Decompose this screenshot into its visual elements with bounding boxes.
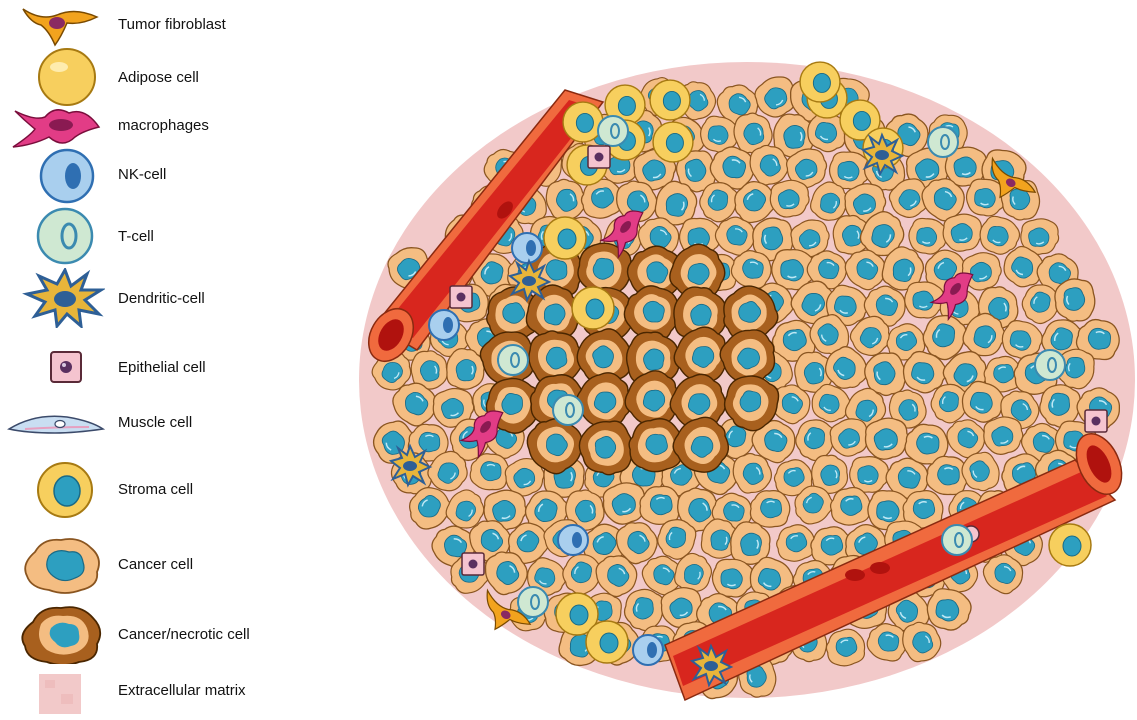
legend-item-stroma-cell: Stroma cell bbox=[0, 460, 330, 520]
epithelial-cell bbox=[462, 553, 484, 575]
nk-cell bbox=[512, 233, 542, 263]
legend-label: Adipose cell bbox=[118, 69, 199, 86]
adipose-cell bbox=[800, 62, 840, 102]
epithelial-cell bbox=[450, 286, 472, 308]
legend-label: Epithelial cell bbox=[118, 359, 206, 376]
adipose-cell bbox=[563, 102, 603, 142]
nk-cell bbox=[429, 310, 459, 340]
stroma-cell bbox=[1049, 524, 1091, 566]
legend-label: T-cell bbox=[118, 228, 154, 245]
legend-label: Cancer cell bbox=[118, 556, 193, 573]
muscle-cell-icon bbox=[5, 393, 105, 453]
legend: Tumor fibroblast Adipose cell macrophage… bbox=[0, 0, 330, 713]
stroma-cell bbox=[586, 621, 628, 663]
t-cell bbox=[598, 116, 628, 146]
t-cell bbox=[928, 127, 958, 157]
stroma-cell bbox=[572, 287, 614, 329]
legend-label: NK-cell bbox=[118, 166, 166, 183]
legend-item-nk-cell: NK-cell bbox=[0, 146, 330, 206]
legend-label: Muscle cell bbox=[118, 414, 192, 431]
legend-label: Dendritic-cell bbox=[118, 290, 205, 307]
legend-label: Extracellular matrix bbox=[118, 682, 246, 699]
legend-item-extracellular-matrix: Extracellular matrix bbox=[0, 660, 330, 720]
t-cell bbox=[498, 345, 528, 375]
stroma-cell bbox=[544, 217, 586, 259]
extracellular-matrix-icon bbox=[5, 660, 105, 720]
cancer-cell-icon bbox=[5, 534, 105, 594]
legend-item-epithelial-cell: Epithelial cell bbox=[0, 338, 330, 398]
epithelial-cell bbox=[1085, 410, 1107, 432]
legend-item-t-cell: T-cell bbox=[0, 206, 330, 266]
legend-item-muscle-cell: Muscle cell bbox=[0, 393, 330, 453]
t-cell bbox=[942, 525, 972, 555]
nk-cell bbox=[633, 635, 663, 665]
t-cell bbox=[1035, 350, 1065, 380]
dendritic-cell-icon bbox=[5, 268, 105, 328]
legend-label: Stroma cell bbox=[118, 481, 193, 498]
t-cell bbox=[553, 395, 583, 425]
nk-cell bbox=[558, 525, 588, 555]
cancer-cell bbox=[1055, 278, 1096, 321]
legend-label: Cancer/necrotic cell bbox=[118, 626, 250, 643]
legend-label: Tumor fibroblast bbox=[118, 16, 226, 33]
t-cell-icon bbox=[5, 206, 105, 266]
legend-item-cancer-cell: Cancer cell bbox=[0, 534, 330, 594]
epithelial-cell-icon bbox=[5, 338, 105, 398]
nk-cell-icon bbox=[5, 146, 105, 206]
stroma-cell-icon bbox=[5, 460, 105, 520]
t-cell bbox=[518, 587, 548, 617]
tumor-microenvironment-illustration bbox=[355, 60, 1137, 710]
legend-item-dendritic-cell: Dendritic-cell bbox=[0, 268, 330, 328]
cancer-necrotic-cell-icon bbox=[5, 604, 105, 664]
legend-item-cancer-necrotic-cell: Cancer/necrotic cell bbox=[0, 604, 330, 664]
legend-label: macrophages bbox=[118, 117, 209, 134]
adipose-cell bbox=[653, 122, 693, 162]
epithelial-cell bbox=[588, 146, 610, 168]
adipose-cell bbox=[650, 80, 690, 120]
